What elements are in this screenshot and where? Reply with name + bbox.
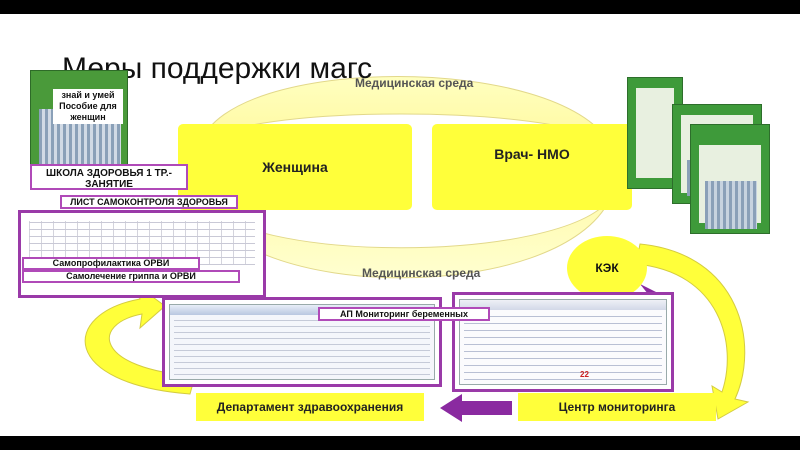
book-right-front-building bbox=[705, 181, 757, 229]
book-left: знай и умей Пособие для женщин bbox=[30, 70, 128, 170]
diagram-background bbox=[84, 76, 750, 422]
label-arvi-prevention: Самопрофилактика ОРВИ bbox=[22, 257, 200, 270]
screenshot-software-rows bbox=[174, 319, 430, 375]
node-woman-label: Женщина bbox=[262, 159, 328, 175]
label-arvi-self-treatment: Самолечение гриппа и ОРВИ bbox=[22, 270, 240, 283]
node-health-dept: Департамент здравоохранения bbox=[196, 393, 424, 421]
env-label-bottom: Медицинская среда bbox=[362, 266, 481, 280]
label-ap-monitoring: АП Мониторинг беременных bbox=[318, 307, 490, 321]
book-right-back-page bbox=[636, 88, 674, 178]
book-right-back bbox=[627, 77, 683, 189]
screenshot-monitoring-tabs bbox=[460, 300, 666, 310]
label-health-school: ШКОЛА ЗДОРОВЬЯ 1 ТР.- ЗАНЯТИЕ bbox=[30, 164, 188, 190]
monitor-count: 22 bbox=[580, 370, 589, 379]
screenshot-monitoring: 22 bbox=[459, 299, 667, 385]
node-health-dept-label: Департамент здравоохранения bbox=[216, 400, 404, 414]
purple-left-arrow bbox=[440, 394, 512, 422]
env-label-top: Медицинская среда bbox=[355, 76, 474, 90]
node-monitoring-center: Центр мониторинга bbox=[518, 393, 716, 421]
book-right-front bbox=[690, 124, 770, 234]
screenshot-software bbox=[169, 304, 435, 380]
node-doctor-label: Врач- НМО bbox=[494, 146, 570, 162]
node-doctor: Врач- НМО bbox=[432, 124, 632, 210]
right-curved-arrow bbox=[635, 243, 750, 420]
screenshot-monitoring-rows bbox=[464, 314, 662, 380]
node-kek-label: КЭК bbox=[595, 261, 619, 275]
know-line-1: знай и умей bbox=[61, 90, 115, 100]
selfcontrol-sheet bbox=[18, 210, 266, 298]
node-monitoring-center-label: Центр мониторинга bbox=[558, 400, 676, 414]
book-left-text: знай и умей Пособие для женщин bbox=[53, 89, 123, 124]
screenshot-monitoring-frame: 22 bbox=[452, 292, 674, 392]
screenshot-software-toolbar bbox=[170, 305, 434, 315]
know-line-3: женщин bbox=[70, 112, 106, 122]
know-line-2: Пособие для bbox=[59, 101, 117, 111]
slide: Меры поддержки магс Медицинская среда Ме… bbox=[0, 14, 800, 436]
label-selfcontrol: ЛИСТ САМОКОНТРОЛЯ ЗДОРОВЬЯ bbox=[60, 195, 238, 209]
node-kek: КЭК bbox=[567, 236, 647, 300]
